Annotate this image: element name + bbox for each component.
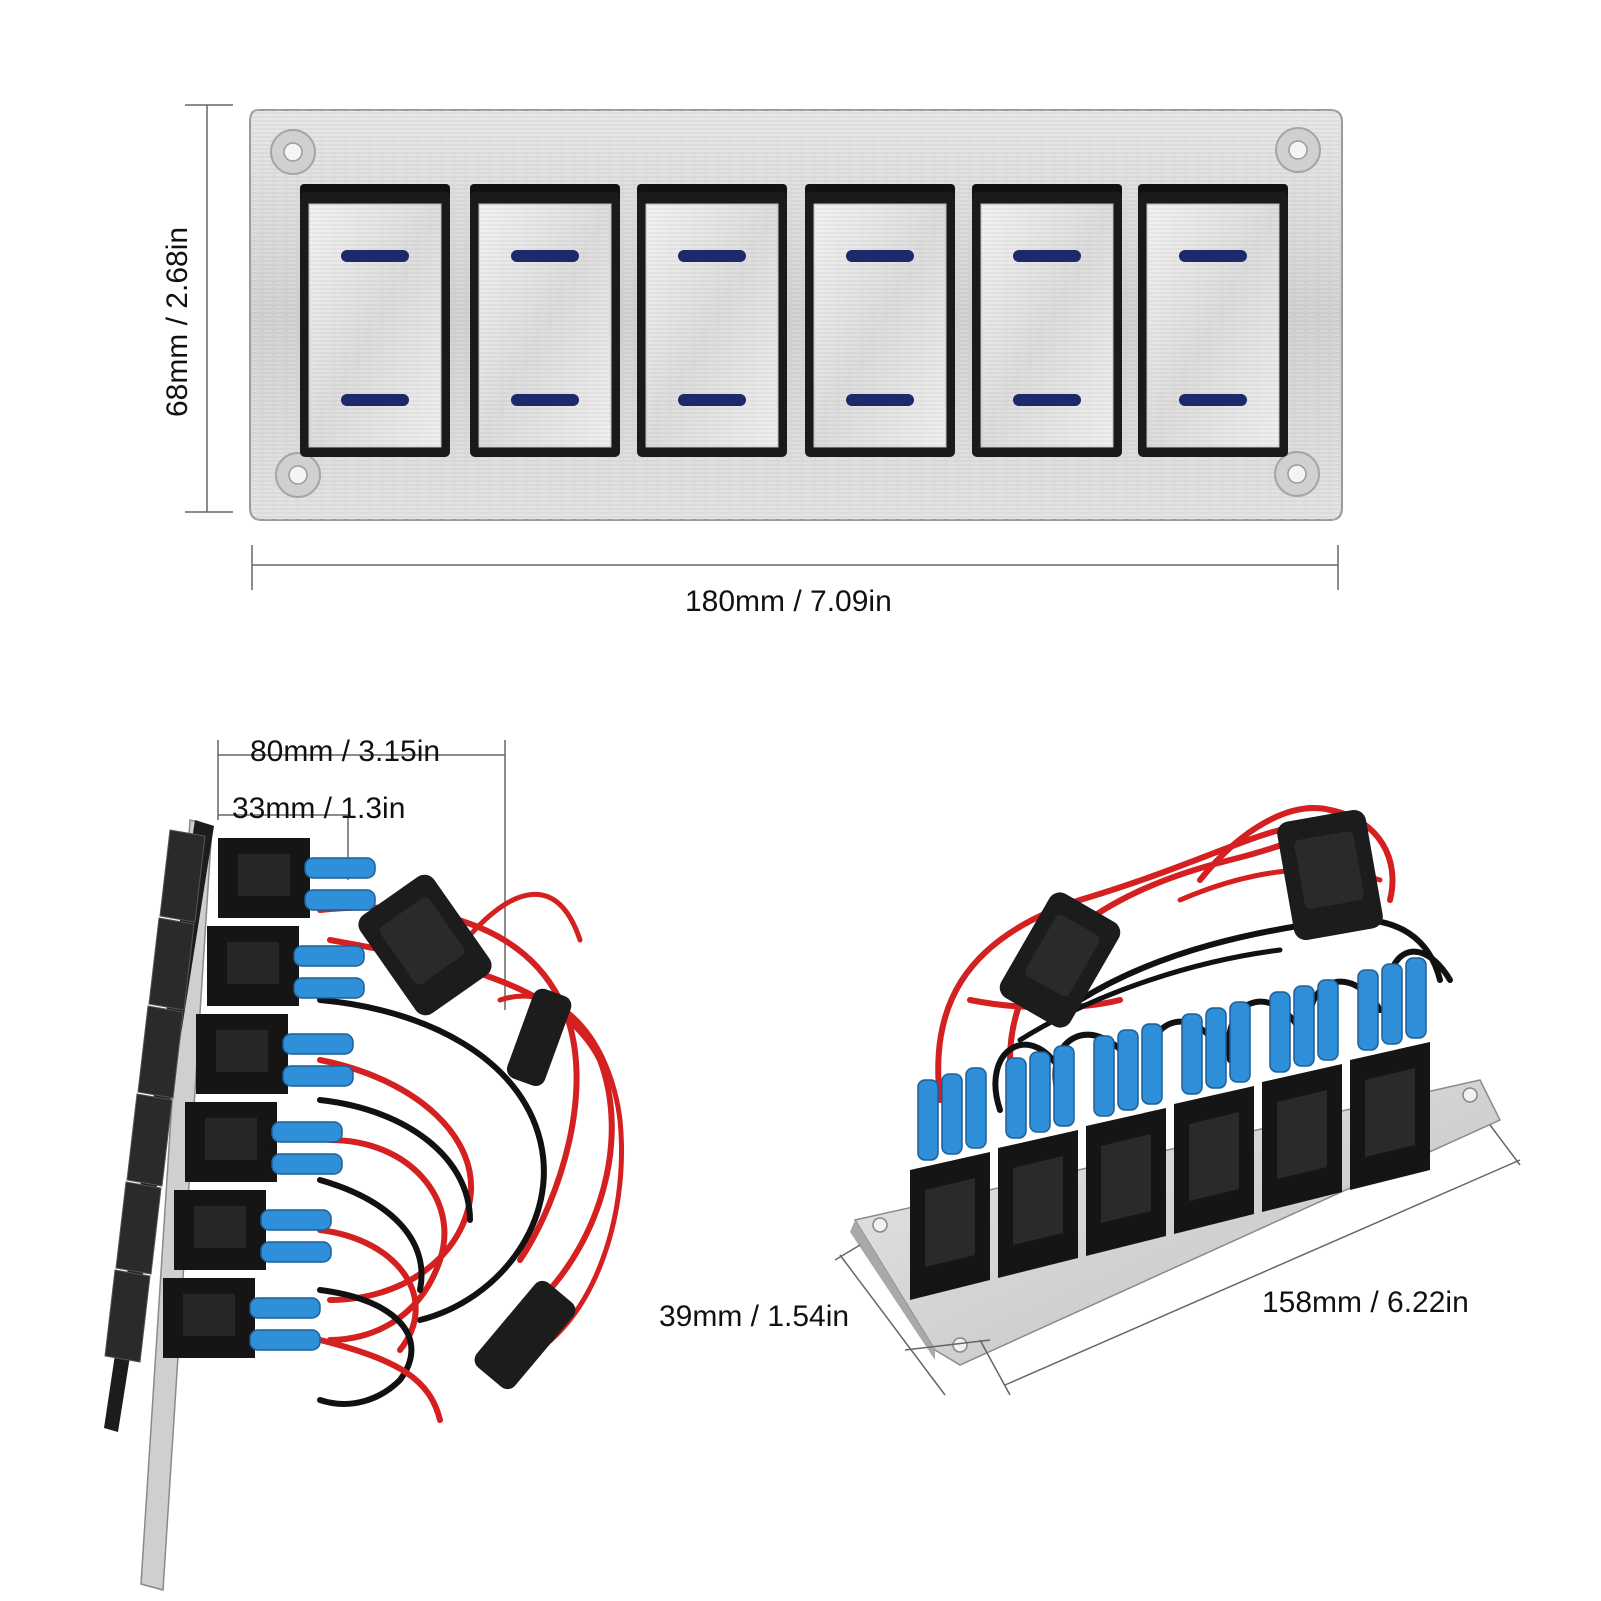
- indicator-light-top: [1179, 250, 1247, 262]
- width-dimension-line: [251, 545, 1339, 590]
- rocker-switch-3[interactable]: [637, 184, 787, 457]
- iso-blue-terminal: [1381, 963, 1403, 1045]
- side-blue-terminal: [249, 1329, 321, 1351]
- iso-blue-terminal: [965, 1067, 987, 1149]
- side-blue-terminal: [304, 889, 376, 911]
- side-rocker-cap: [126, 1093, 173, 1187]
- fuse-holder-bottom: [474, 1280, 576, 1390]
- iso-blue-terminal: [1029, 1051, 1051, 1133]
- indicator-light-bottom: [1179, 394, 1247, 406]
- iso-blue-terminal: [1093, 1035, 1115, 1117]
- mounting-hole-bottom-left: [275, 452, 321, 498]
- iso-dimension-lines: [834, 1124, 1521, 1396]
- iso-fuse-holder-top: [1277, 809, 1383, 941]
- side-rocker-cap: [159, 829, 206, 923]
- side-blue-terminal: [271, 1121, 343, 1143]
- side-rocker-cap: [115, 1181, 162, 1275]
- mounting-hole-top-left: [270, 129, 316, 175]
- iso-blue-terminal: [1357, 969, 1379, 1051]
- side-blue-terminal: [260, 1209, 332, 1231]
- iso-blue-terminal: [1317, 979, 1339, 1061]
- mounting-hole-bottom-right: [1274, 451, 1320, 497]
- side-blue-terminal: [271, 1153, 343, 1175]
- iso-blue-terminal: [941, 1073, 963, 1155]
- indicator-light-top: [511, 250, 579, 262]
- rocker-switch-2[interactable]: [470, 184, 620, 457]
- panel-height-side-label: 39mm / 1.54in: [659, 1300, 850, 1333]
- side-rocker-cap: [104, 1269, 151, 1363]
- side-rocker-cap: [137, 1005, 184, 1099]
- height-dimension-line: [185, 104, 233, 513]
- height-dimension-label: 68mm / 2.68in: [161, 226, 194, 418]
- mounting-hole-top-right: [1275, 127, 1321, 173]
- rocker-switch-1[interactable]: [300, 184, 450, 457]
- indicator-light-top: [678, 250, 746, 262]
- iso-blue-terminal: [1181, 1013, 1203, 1095]
- indicator-light-top: [846, 250, 914, 262]
- indicator-light-bottom: [511, 394, 579, 406]
- indicator-light-top: [341, 250, 409, 262]
- side-view-illustration: [104, 740, 625, 1591]
- iso-blue-terminal: [1005, 1057, 1027, 1139]
- iso-blue-terminal: [1205, 1007, 1227, 1089]
- iso-blue-terminal: [1117, 1029, 1139, 1111]
- side-blue-terminal: [282, 1065, 354, 1087]
- iso-blue-terminal: [1053, 1045, 1075, 1127]
- iso-fuse-holder-left: [999, 892, 1121, 1028]
- indicator-light-bottom: [846, 394, 914, 406]
- iso-blue-terminal: [1269, 991, 1291, 1073]
- iso-blue-terminal: [1293, 985, 1315, 1067]
- side-blue-terminal: [293, 977, 365, 999]
- iso-blue-terminal: [1229, 1001, 1251, 1083]
- iso-blue-terminal: [917, 1079, 939, 1161]
- fuse-holder-top: [358, 874, 492, 1016]
- indicator-light-top: [1013, 250, 1081, 262]
- isometric-view-illustration: [834, 805, 1521, 1396]
- depth-total-label: 80mm / 3.15in: [250, 735, 441, 768]
- indicator-light-bottom: [341, 394, 409, 406]
- rocker-switch-4[interactable]: [805, 184, 955, 457]
- iso-blue-terminal: [1405, 957, 1427, 1039]
- side-blue-terminal: [304, 857, 376, 879]
- rocker-switch-6[interactable]: [1138, 184, 1288, 457]
- side-blue-terminal: [293, 945, 365, 967]
- indicator-light-bottom: [678, 394, 746, 406]
- depth-switch-label: 33mm / 1.3in: [232, 792, 406, 825]
- side-rocker-cap: [148, 917, 195, 1011]
- side-blue-terminal: [282, 1033, 354, 1055]
- iso-blue-terminal: [1141, 1023, 1163, 1105]
- panel-length-label: 158mm / 6.22in: [1262, 1286, 1469, 1319]
- side-blue-terminal: [260, 1241, 332, 1263]
- fuse-holder-right: [506, 988, 572, 1087]
- indicator-light-bottom: [1013, 394, 1081, 406]
- rocker-switch-5[interactable]: [972, 184, 1122, 457]
- side-blue-terminal: [249, 1297, 321, 1319]
- width-dimension-label: 180mm / 7.09in: [685, 585, 892, 618]
